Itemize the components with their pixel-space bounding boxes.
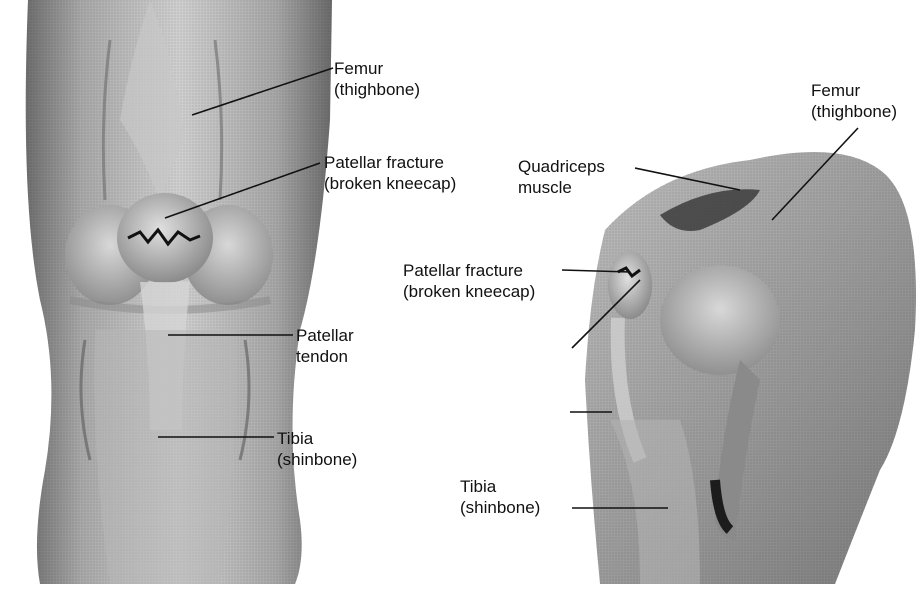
label-front-tibia-line2: (shinbone)	[277, 449, 357, 470]
front-knee-illustration	[26, 0, 332, 584]
label-side-femur: Femur (thighbone)	[811, 80, 897, 122]
label-side-fracture-line1: Patellar fracture	[403, 260, 535, 281]
label-front-femur-line1: Femur	[334, 58, 420, 79]
label-side-tibia-line2: (shinbone)	[460, 497, 540, 518]
label-front-tibia-line1: Tibia	[277, 428, 357, 449]
label-side-fracture-line2: (broken kneecap)	[403, 281, 535, 302]
side-knee-illustration	[585, 152, 916, 584]
label-front-femur: Femur (thighbone)	[334, 58, 420, 100]
label-side-femur-line2: (thighbone)	[811, 101, 897, 122]
label-front-tibia: Tibia (shinbone)	[277, 428, 357, 470]
label-side-quadriceps-line2: muscle	[518, 177, 605, 198]
label-side-femur-line1: Femur	[811, 80, 897, 101]
label-front-tendon: Patellar tendon	[296, 325, 354, 367]
label-front-fracture: Patellar fracture (broken kneecap)	[324, 152, 456, 194]
label-front-fracture-line1: Patellar fracture	[324, 152, 456, 173]
label-side-quadriceps: Quadriceps muscle	[518, 156, 605, 198]
label-front-fracture-line2: (broken kneecap)	[324, 173, 456, 194]
label-side-fracture: Patellar fracture (broken kneecap)	[403, 260, 535, 302]
label-front-tendon-line1: Patellar	[296, 325, 354, 346]
label-front-tendon-line2: tendon	[296, 346, 354, 367]
label-side-tibia: Tibia (shinbone)	[460, 476, 540, 518]
label-front-femur-line2: (thighbone)	[334, 79, 420, 100]
label-side-quadriceps-line1: Quadriceps	[518, 156, 605, 177]
label-side-tibia-line1: Tibia	[460, 476, 540, 497]
